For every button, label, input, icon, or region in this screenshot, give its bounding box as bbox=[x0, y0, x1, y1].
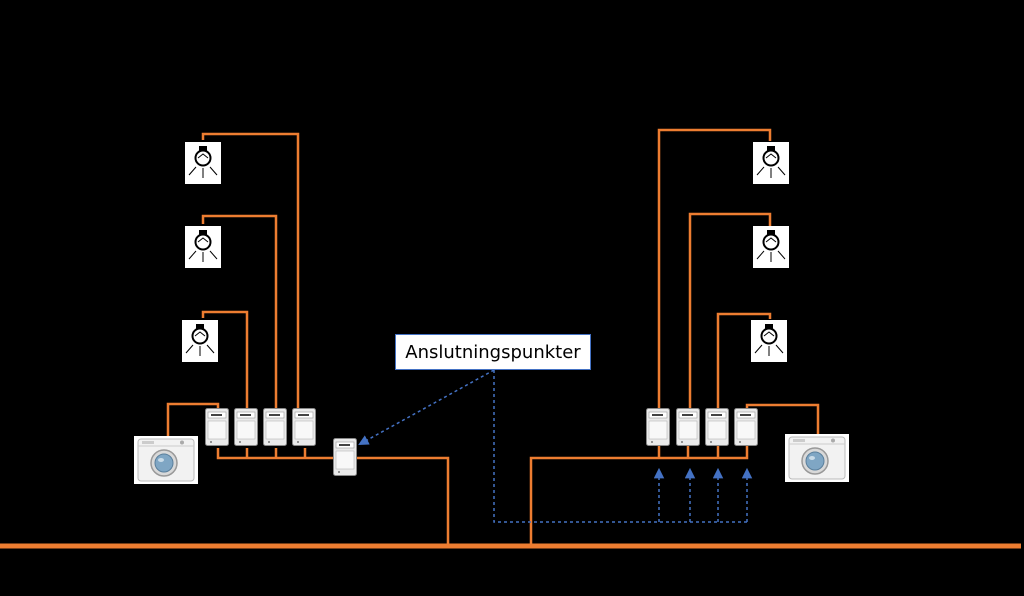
washing-machine-icon bbox=[134, 436, 198, 484]
light-bulb-icon bbox=[185, 226, 221, 268]
electricity-meter-icon bbox=[646, 408, 670, 446]
electricity-meter-icon bbox=[205, 408, 229, 446]
electricity-meter-icon bbox=[234, 408, 258, 446]
light-bulb-icon bbox=[182, 320, 218, 362]
left-wiring bbox=[166, 132, 450, 546]
right-wiring bbox=[529, 128, 820, 546]
light-bulb-icon bbox=[185, 142, 221, 184]
washing-machine-icon bbox=[785, 434, 849, 482]
electricity-meter-icon bbox=[705, 408, 729, 446]
connection-pointers bbox=[358, 369, 753, 523]
light-bulb-icon bbox=[753, 142, 789, 184]
electricity-meter-icon bbox=[676, 408, 700, 446]
electricity-meter-icon bbox=[263, 408, 287, 446]
electricity-meter-icon bbox=[333, 438, 357, 476]
light-bulb-icon bbox=[753, 226, 789, 268]
light-bulb-icon bbox=[751, 320, 787, 362]
electricity-meter-icon bbox=[734, 408, 758, 446]
electricity-meter-icon bbox=[292, 408, 316, 446]
connection-points-label: Anslutningspunkter bbox=[395, 334, 591, 370]
